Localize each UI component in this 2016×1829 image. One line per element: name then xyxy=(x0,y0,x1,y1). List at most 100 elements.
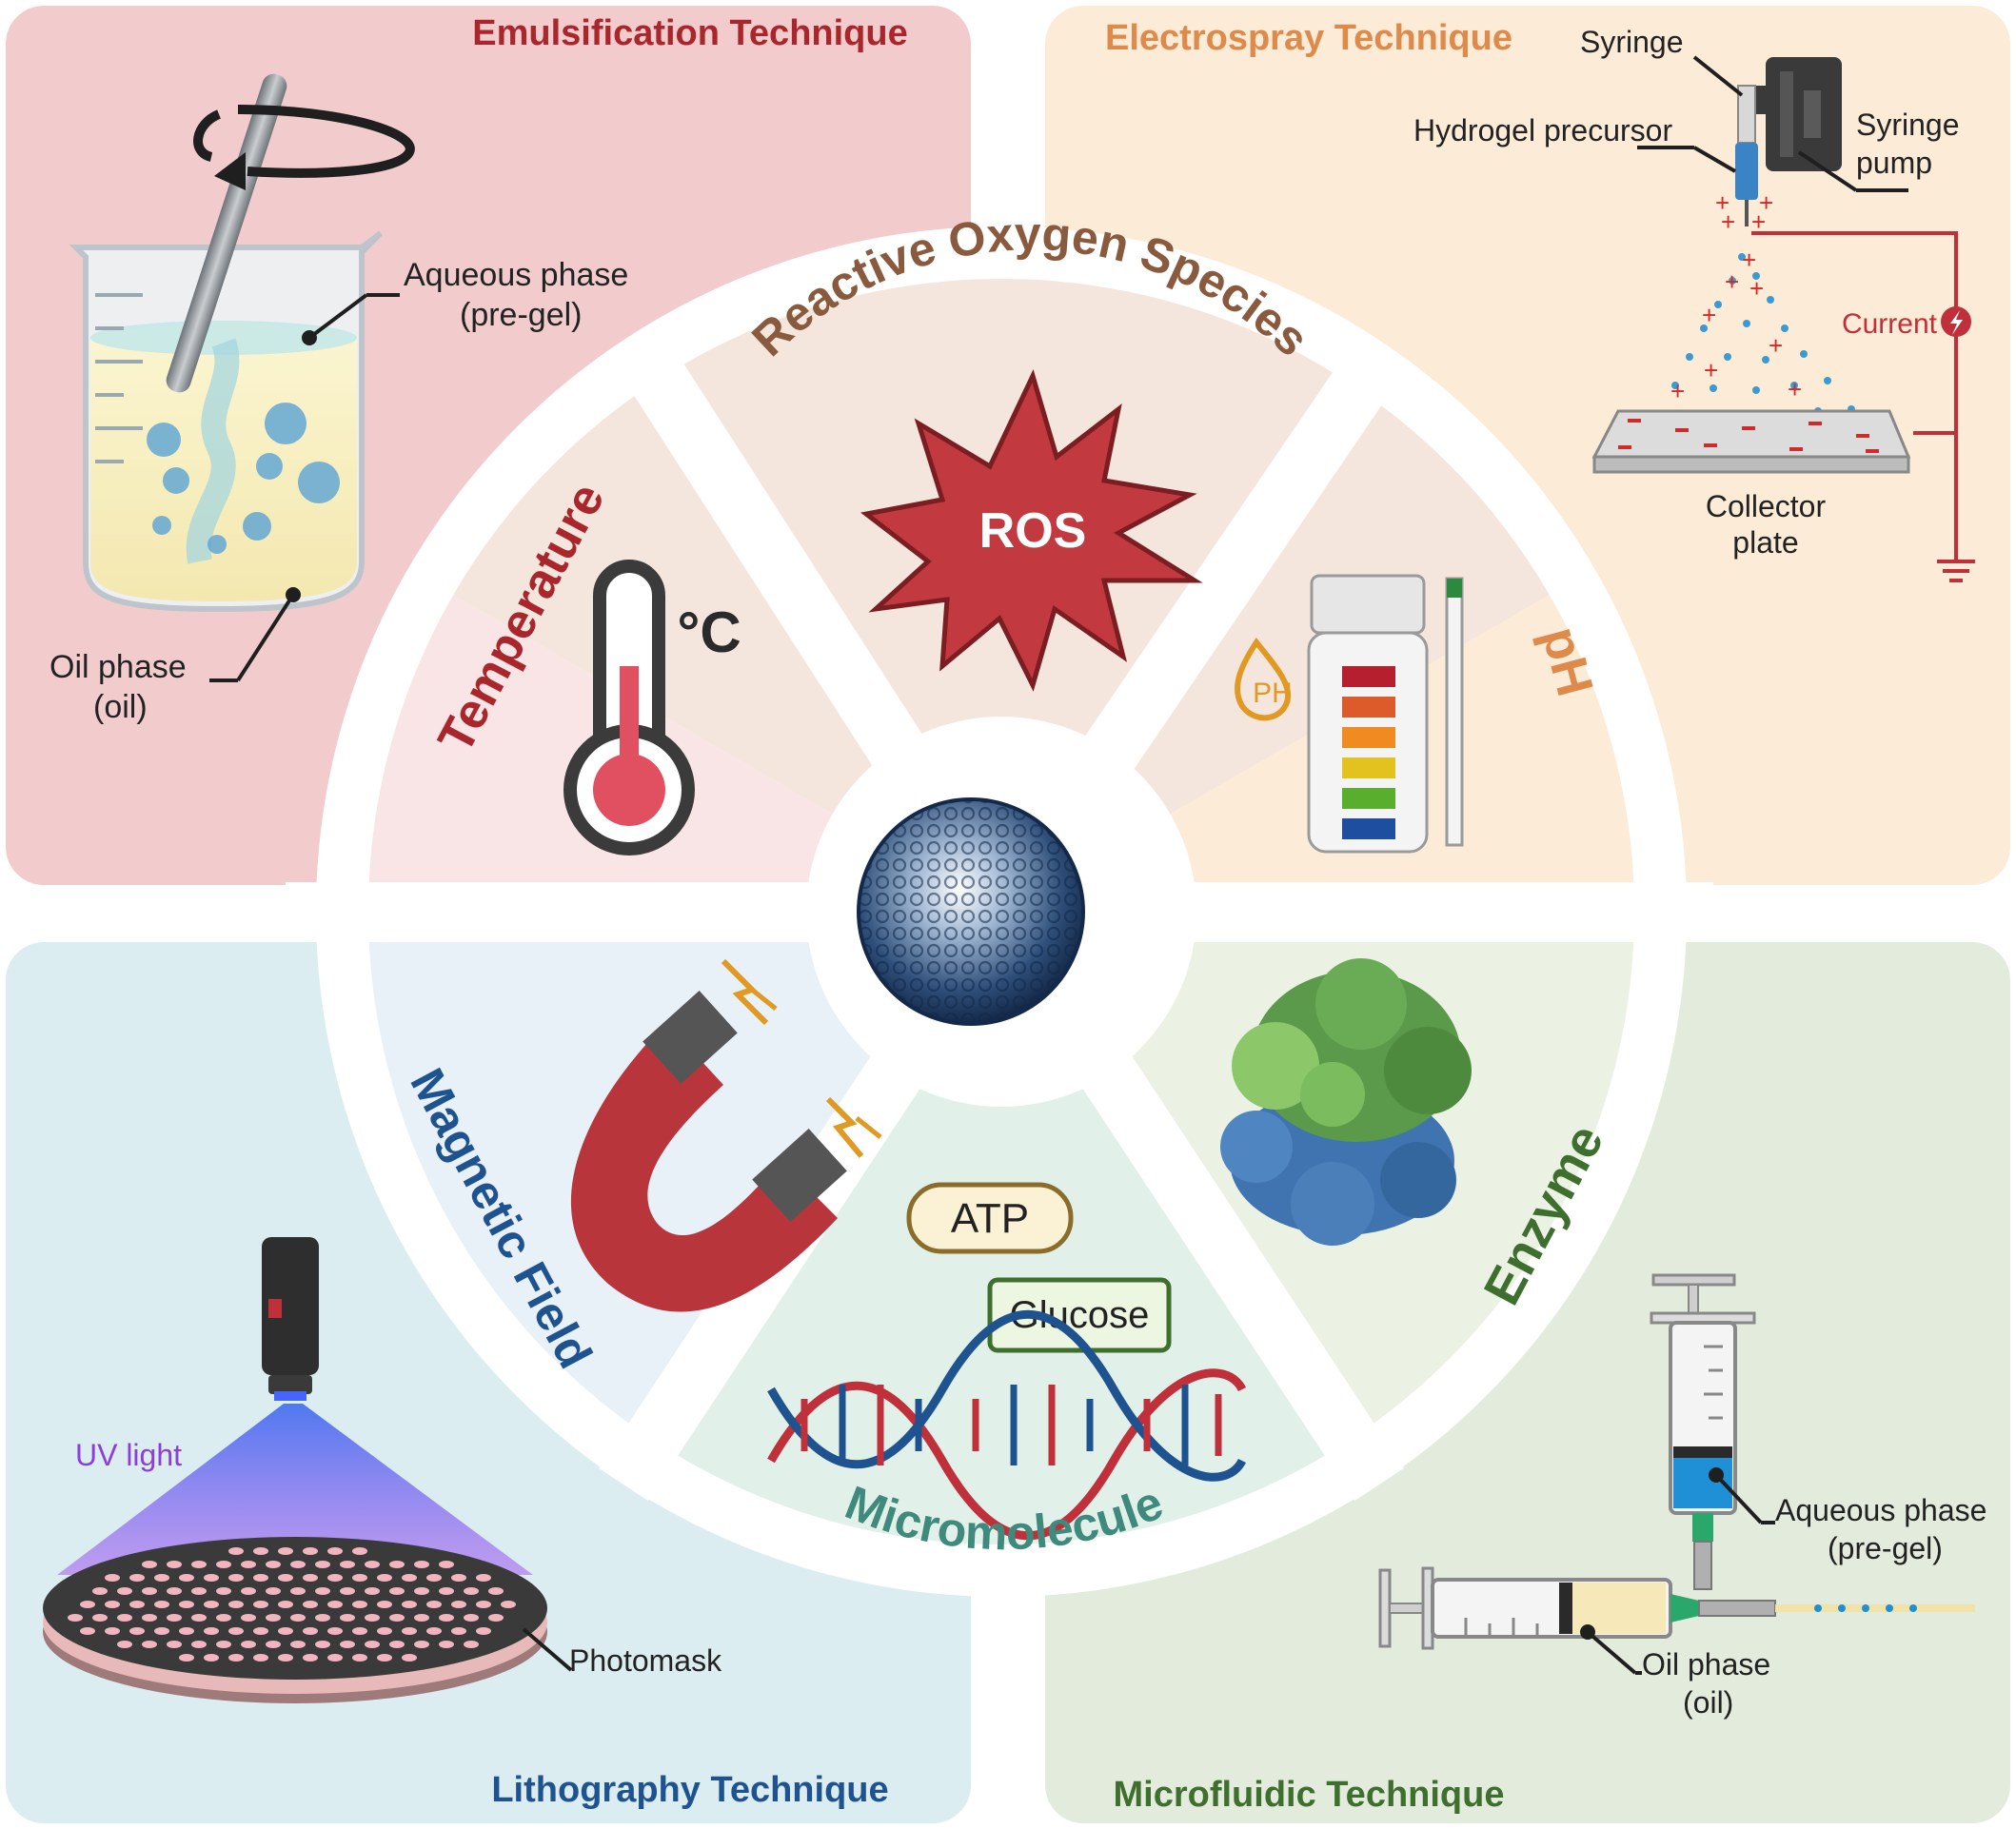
photomask-hole xyxy=(117,1614,132,1622)
photomask-hole xyxy=(216,1587,231,1595)
photomask-hole xyxy=(340,1614,355,1622)
photomask-hole xyxy=(303,1654,318,1662)
photomask-hole xyxy=(241,1587,256,1595)
microfluidic-title: Microfluidic Technique xyxy=(1114,1775,1505,1815)
photomask-hole xyxy=(476,1574,491,1582)
microfluidic-aqueous-label: Aqueous phase xyxy=(1775,1493,1986,1527)
uv-light-label: UV light xyxy=(75,1438,182,1472)
enzyme-protein-icon xyxy=(1220,958,1472,1246)
photomask-label: Photomask xyxy=(569,1643,722,1678)
photomask-hole xyxy=(451,1601,466,1608)
photomask-hole xyxy=(228,1627,244,1635)
photomask-hole xyxy=(278,1601,293,1608)
photomask-hole xyxy=(142,1614,157,1622)
atp-tag xyxy=(906,1182,1074,1254)
photomask-hole xyxy=(129,1627,145,1635)
photomask-hole xyxy=(204,1574,219,1582)
uv-light-beam xyxy=(57,1404,533,1575)
lithography-title: Lithography Technique xyxy=(491,1770,888,1810)
atp-label: ATP xyxy=(951,1195,1029,1242)
photomask-hole xyxy=(439,1641,454,1648)
photomask-hole xyxy=(476,1627,491,1635)
photomask-hole xyxy=(80,1601,95,1608)
photomask-hole xyxy=(142,1641,157,1648)
photomask-hole xyxy=(80,1627,95,1635)
photomask-hole xyxy=(216,1614,231,1622)
photomask-hole xyxy=(278,1654,293,1662)
current-label: Current xyxy=(1842,308,1938,340)
collector-label-1: Collector xyxy=(1706,489,1827,523)
photomask-hole xyxy=(451,1574,466,1582)
photomask-hole xyxy=(451,1627,466,1635)
photomask-hole xyxy=(204,1627,219,1635)
photomask-hole xyxy=(167,1614,182,1622)
photomask-hole xyxy=(414,1614,429,1622)
photomask-hole xyxy=(365,1614,380,1622)
svg-text:+: + xyxy=(1670,377,1685,405)
glucose-tag xyxy=(987,1277,1172,1353)
photomask-hole xyxy=(327,1574,343,1582)
photomask-hole xyxy=(327,1547,343,1555)
svg-text:+: + xyxy=(1702,301,1716,329)
photomask-hole xyxy=(266,1587,281,1595)
photomask-hole xyxy=(303,1627,318,1635)
photomask-hole xyxy=(426,1574,442,1582)
photomask-hole xyxy=(278,1627,293,1635)
photomask-hole xyxy=(191,1641,207,1648)
svg-text:+: + xyxy=(1788,375,1802,403)
photomask-hole xyxy=(154,1601,169,1608)
photomask-hole xyxy=(228,1601,244,1608)
photomask-hole xyxy=(92,1587,108,1595)
ros-badge: ROS xyxy=(979,503,1087,559)
stirring-rod-icon xyxy=(166,73,287,393)
emulsification-title: Emulsification Technique xyxy=(472,13,907,53)
aqueous-leader xyxy=(307,293,368,340)
photomask-hole xyxy=(303,1574,318,1582)
microfluidic-oil-sub: (oil) xyxy=(1683,1685,1733,1720)
photomask-hole xyxy=(501,1601,516,1608)
photomask-hole xyxy=(352,1601,367,1608)
photomask-hole xyxy=(389,1614,405,1622)
photomask-hole xyxy=(253,1601,268,1608)
photomask-hole xyxy=(464,1587,479,1595)
photomask-hole xyxy=(402,1601,417,1608)
emulsification-aqueous-sub: (pre-gel) xyxy=(460,297,582,333)
photomask-hole xyxy=(253,1654,268,1662)
lightning-icon xyxy=(1941,306,1971,337)
photomask-hole xyxy=(414,1561,429,1568)
electrospray-precursor-label: Hydrogel precursor xyxy=(1413,113,1672,148)
photomask-hole xyxy=(426,1601,442,1608)
beaker-icon xyxy=(69,230,384,613)
photomask-hole xyxy=(191,1614,207,1622)
photomask-hole xyxy=(266,1641,281,1648)
photomask-hole xyxy=(352,1547,367,1555)
photomask-hole xyxy=(327,1601,343,1608)
photomask-hole xyxy=(402,1627,417,1635)
photomask-hole xyxy=(303,1601,318,1608)
photomask-hole xyxy=(167,1641,182,1648)
photomask-hole xyxy=(154,1574,169,1582)
emulsification-oil-label: Oil phase xyxy=(49,649,187,685)
vertical-syringe-icon xyxy=(1650,1273,1756,1590)
photomask-hole xyxy=(377,1627,392,1635)
photomask-hole xyxy=(253,1627,268,1635)
photomask-hole xyxy=(464,1641,479,1648)
svg-text:+: + xyxy=(1749,274,1764,303)
microfluidic-aqueous-sub: (pre-gel) xyxy=(1828,1531,1943,1565)
emulsification-oil-sub: (oil) xyxy=(93,689,148,725)
photomask-hole xyxy=(179,1654,194,1662)
hydrogel-sphere-icon xyxy=(857,797,1085,1026)
photomask-hole xyxy=(241,1561,256,1568)
photomask-hole xyxy=(105,1601,120,1608)
photomask-hole xyxy=(117,1587,132,1595)
svg-text:+: + xyxy=(1704,356,1718,384)
microfluidic-oil-label: Oil phase xyxy=(1642,1647,1770,1682)
horizontal-syringe-icon xyxy=(1378,1566,1975,1650)
photomask-hole xyxy=(377,1601,392,1608)
photomask-hole xyxy=(352,1627,367,1635)
photomask-hole xyxy=(290,1641,306,1648)
photomask-hole xyxy=(352,1574,367,1582)
photomask-hole xyxy=(365,1561,380,1568)
photomask-hole xyxy=(389,1641,405,1648)
photomask-hole xyxy=(340,1561,355,1568)
